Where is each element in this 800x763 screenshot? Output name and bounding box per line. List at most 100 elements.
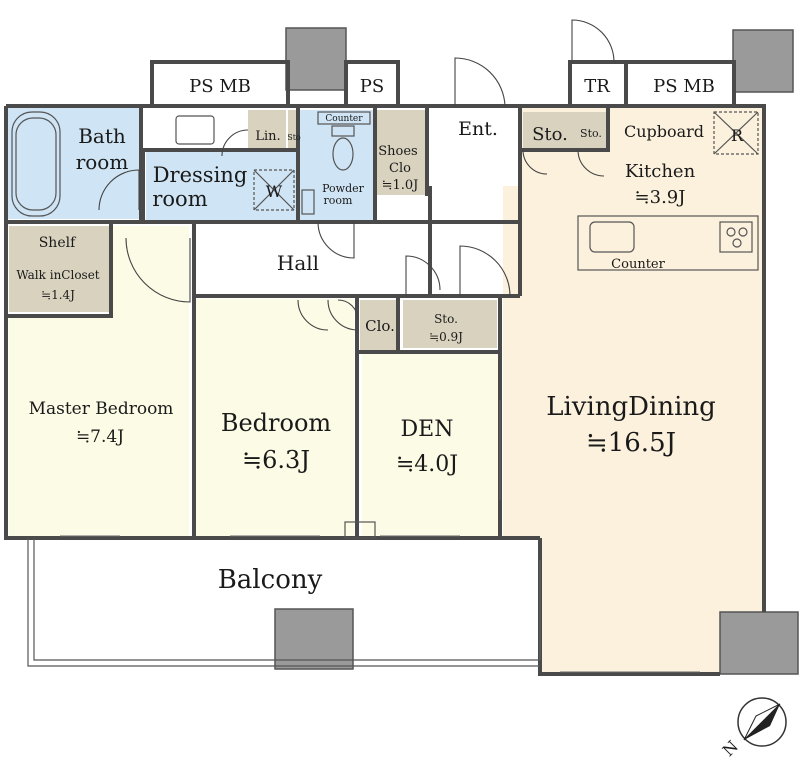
compass-label: N <box>719 737 742 760</box>
walkin-closet-fill <box>9 226 109 312</box>
wardrobe-label: W <box>266 182 283 201</box>
dressing-label-2: room <box>152 187 207 211</box>
bath-room-fill <box>8 108 139 219</box>
door-den <box>405 255 441 296</box>
fridge-box <box>713 111 759 155</box>
sto-kitchen-small-fill <box>576 112 606 150</box>
bathtub-inner <box>15 117 57 211</box>
window-lines <box>60 400 700 673</box>
room-fills <box>8 108 762 672</box>
powder-label-2: room <box>324 194 354 207</box>
den-label-2: ≒4.0J <box>396 452 458 477</box>
structure-columns <box>274 27 799 675</box>
compass-needle-back <box>743 703 781 741</box>
kitchen-label-2: ≒3.9J <box>635 187 686 208</box>
clo-label: Clo. <box>365 317 395 335</box>
sto-hall-fill <box>403 300 497 348</box>
door-bedroom <box>297 299 357 331</box>
door-tr <box>571 19 615 63</box>
hall-label: Hall <box>277 251 319 275</box>
bathtub <box>11 111 61 217</box>
bedroom-label-2: ≒6.3J <box>242 446 310 474</box>
toilet-bowl <box>332 137 354 171</box>
kitchen-counter-label: Counter <box>611 257 665 272</box>
fridge-label: R <box>731 126 744 145</box>
door-bath <box>98 169 140 211</box>
column-balcony <box>274 608 354 670</box>
master-label-2: ≒7.4J <box>76 427 124 447</box>
door-kitchen-sto <box>522 149 605 177</box>
bath-label-2: room <box>76 150 129 174</box>
compass: N <box>719 697 787 760</box>
sto-kitchen-small-label: Sto. <box>580 127 602 140</box>
door-master <box>125 237 191 303</box>
door-living <box>459 245 511 297</box>
burner-3 <box>732 238 742 248</box>
outer-wall <box>4 104 766 676</box>
kitchen-label-1: Kitchen <box>625 161 696 182</box>
bedroom-fill <box>196 299 354 536</box>
shaft-label-ps-mb-right: PS MB <box>653 76 715 97</box>
walkin-label-2: ≒1.4J <box>41 288 75 302</box>
dressing-label-1: Dressing <box>153 163 248 187</box>
column-bottom-right <box>719 611 799 675</box>
master-bedroom-fill <box>9 314 189 536</box>
powder-label-1: Powder <box>322 182 365 195</box>
burner-2 <box>738 227 748 237</box>
shelf-label: Shelf <box>39 235 77 251</box>
den-label-1: DEN <box>401 417 454 442</box>
washbasin <box>175 115 215 145</box>
balcony-outline <box>27 538 540 667</box>
toilet-tank <box>331 125 355 137</box>
sto-hall-label-2: ≒0.9J <box>429 330 463 344</box>
balcony-label: Balcony <box>218 565 323 595</box>
ent-label: Ent. <box>458 118 498 140</box>
door-dressing <box>221 129 249 157</box>
walkin-label-1: Walk inCloset <box>16 268 99 282</box>
bedroom-label-1: Bedroom <box>221 409 332 437</box>
labels: PS MB PS TR PS MB Bath room Dressing roo… <box>16 76 744 595</box>
lin-label: Lin. <box>255 129 280 144</box>
master-bedroom-fill-upper <box>111 226 189 316</box>
clo-fill <box>360 300 398 350</box>
door-clo <box>337 299 359 321</box>
shoes-label-2: Clo <box>389 161 411 176</box>
shaft-label-ps: PS <box>360 76 384 97</box>
wc-counter <box>317 111 371 125</box>
shoes-label-1: Shoes <box>378 144 417 159</box>
kitchen-sink <box>589 221 635 253</box>
fixtures <box>11 111 759 539</box>
inner-walls <box>8 106 610 538</box>
cupboard-label: Cupboard <box>624 122 704 141</box>
shoes-closet-fill <box>375 110 425 195</box>
walls <box>4 104 766 676</box>
bath-label-1: Bath <box>78 124 126 148</box>
sto-kitchen-label: Sto. <box>532 124 568 145</box>
sto-kitchen-fill <box>523 112 576 150</box>
lin-fill <box>248 110 286 152</box>
stove <box>719 221 753 253</box>
burner-1 <box>726 227 736 237</box>
column-top-left <box>285 27 347 91</box>
powder-sink <box>301 189 315 215</box>
wardrobe-box <box>253 169 295 211</box>
den-fill <box>362 353 498 536</box>
door-entrance <box>454 57 506 107</box>
living-label-1: LivingDining <box>546 392 716 422</box>
master-label-1: Master Bedroom <box>29 399 174 419</box>
living-label-2: ≒16.5J <box>586 428 676 458</box>
hall-step <box>344 521 376 539</box>
shaft-label-ps-mb-left: PS MB <box>189 76 251 97</box>
door-powder <box>317 221 355 259</box>
fridge-cross-b <box>713 111 759 155</box>
door-swings <box>98 19 615 331</box>
column-top-right <box>732 29 794 93</box>
sto-hall-label-1: Sto. <box>434 312 458 326</box>
wc-counter-label: Counter <box>325 114 363 124</box>
shoes-label-3: ≒1.0J <box>382 178 419 193</box>
kitchen-counter <box>577 215 759 271</box>
windows <box>60 400 700 673</box>
sto-small-label: Sto <box>287 133 301 142</box>
wardrobe-cross-b <box>253 169 295 211</box>
